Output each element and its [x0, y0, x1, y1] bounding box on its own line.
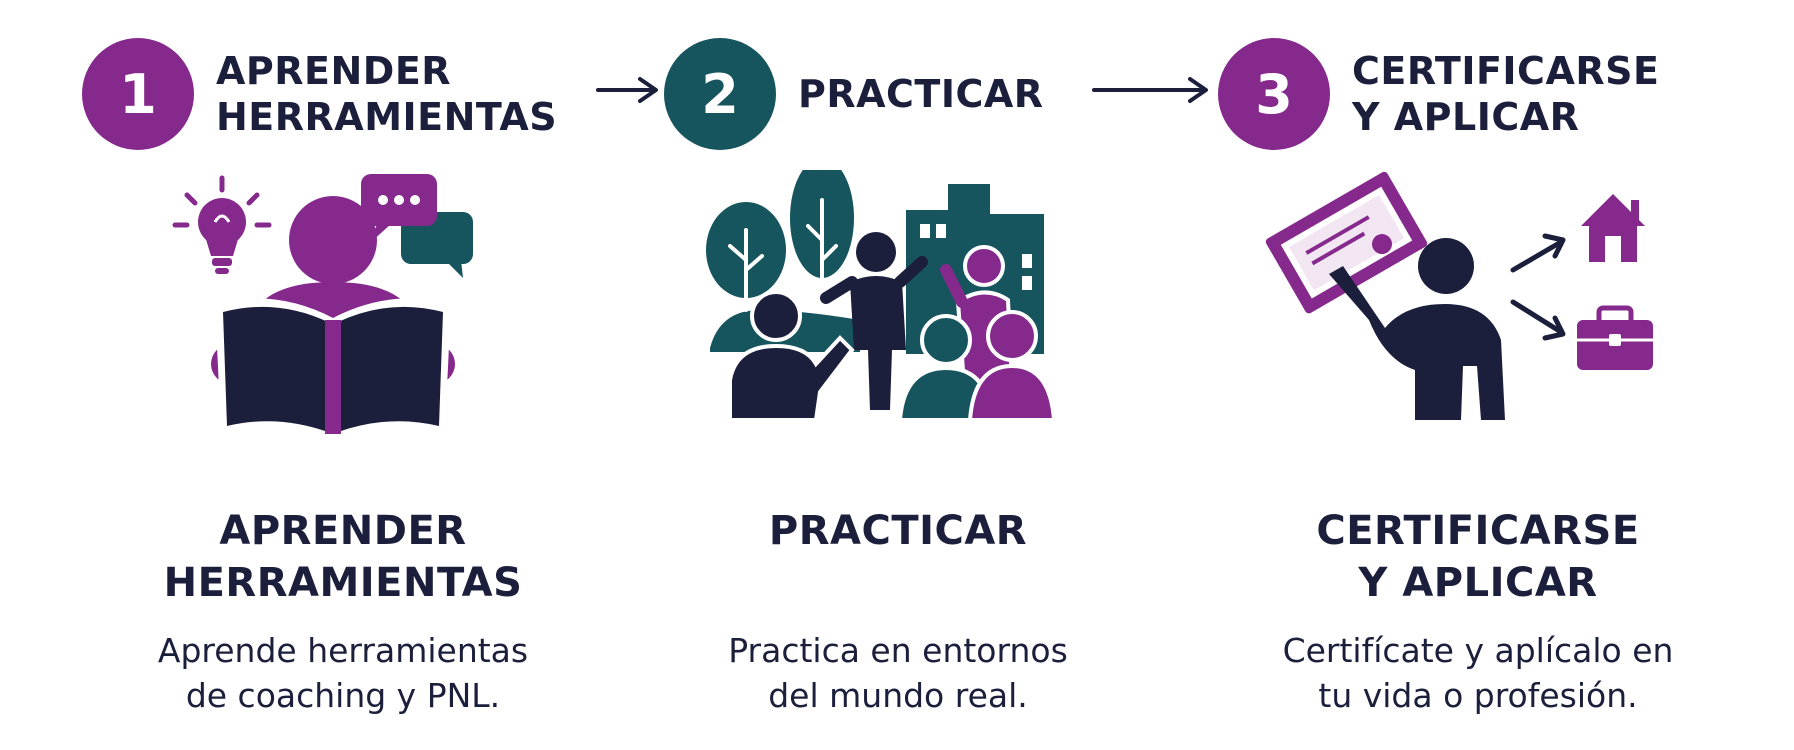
step-1-title-line-2: HERRAMIENTAS [163, 560, 523, 606]
step-2-badge: 2 [664, 38, 776, 150]
arrow-right-icon [1092, 77, 1208, 103]
step-3-header-title: CERTIFICARSE Y APLICAR [1352, 48, 1659, 140]
arrow-right-icon [596, 77, 658, 103]
step-3-header-line-1: CERTIFICARSE [1352, 49, 1660, 93]
step-2-title: PRACTICAR [618, 505, 1178, 557]
people-group-icon [728, 232, 1057, 422]
person-holding-certificate-icon [1329, 238, 1505, 420]
speech-bubbles-icon [361, 174, 473, 278]
step-1-badge: 1 [82, 38, 194, 150]
step-1-header-line-1: APRENDER [216, 49, 452, 93]
step-3-description: Certifícate y aplícalo en tu vida o prof… [1198, 628, 1758, 718]
step-1-illustration [172, 174, 473, 442]
step-2-description: Practica en entornos del mundo real. [618, 628, 1178, 718]
certificate-icon [1265, 171, 1428, 314]
step-3-title: CERTIFICARSE Y APLICAR [1198, 505, 1758, 609]
step-3-badge: 3 [1218, 38, 1330, 150]
step-2-desc-line-2: del mundo real. [768, 676, 1028, 715]
step-1-description: Aprende herramientas de coaching y PNL. [63, 628, 623, 718]
step-2-number: 2 [701, 62, 739, 126]
step-1-header: 1 APRENDER HERRAMIENTAS [82, 34, 557, 154]
step-3-header-line-2: Y APLICAR [1352, 95, 1580, 139]
step-2-title-line-1: PRACTICAR [768, 508, 1028, 554]
person-reading-book-icon [211, 196, 455, 442]
house-icon [1581, 194, 1645, 262]
step-2-header-line-1: PRACTICAR [798, 72, 1044, 116]
step-3-header: 3 CERTIFICARSE Y APLICAR [1218, 34, 1659, 154]
lightbulb-icon [172, 175, 272, 274]
step-1-desc-line-1: Aprende herramientas [157, 631, 529, 670]
step-1-header-title: APRENDER HERRAMIENTAS [216, 48, 557, 140]
step-1-title-line-1: APRENDER [219, 508, 467, 554]
step-3-number: 3 [1255, 62, 1293, 126]
branch-arrows [1510, 233, 1566, 341]
step-2-desc-line-1: Practica en entornos [728, 631, 1068, 670]
step-3-desc-line-1: Certifícate y aplícalo en [1282, 631, 1674, 670]
step-3-title-line-1: CERTIFICARSE [1316, 508, 1640, 554]
step-3-desc-line-2: tu vida o profesión. [1318, 676, 1638, 715]
step-1-desc-line-2: de coaching y PNL. [185, 676, 501, 715]
step-1-header-line-2: HERRAMIENTAS [216, 95, 558, 139]
briefcase-icon [1577, 305, 1653, 370]
step-2-header: 2 PRACTICAR [664, 34, 1044, 154]
step-3-illustration [1265, 171, 1653, 420]
step-1-number: 1 [119, 62, 157, 126]
step-3-title-line-2: Y APLICAR [1358, 560, 1598, 606]
step-1-title: APRENDER HERRAMIENTAS [63, 505, 623, 609]
step-2-illustration [706, 170, 1057, 422]
step-2-header-title: PRACTICAR [798, 71, 1044, 117]
